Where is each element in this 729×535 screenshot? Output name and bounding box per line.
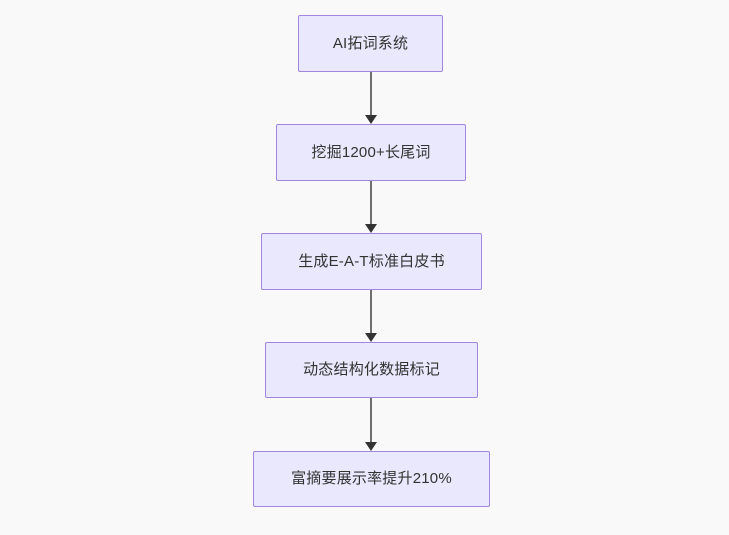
- arrow-head-icon: [365, 224, 377, 233]
- arrow-head-icon: [365, 333, 377, 342]
- arrow-head-icon: [365, 115, 377, 124]
- flowchart-node-1-label: AI拓词系统: [332, 34, 409, 52]
- flowchart-node-3[interactable]: 生成E-A-T标准白皮书: [261, 233, 482, 290]
- arrow-shaft: [370, 398, 372, 442]
- flowchart-arrow-1: [361, 72, 381, 124]
- flowchart-node-2[interactable]: 挖掘1200+长尾词: [276, 124, 466, 181]
- arrow-shaft: [370, 290, 372, 333]
- flowchart-arrow-3: [361, 290, 381, 342]
- arrow-head-icon: [365, 442, 377, 451]
- flowchart-node-4[interactable]: 动态结构化数据标记: [265, 342, 478, 398]
- flowchart-arrow-2: [361, 181, 381, 233]
- arrow-shaft: [370, 181, 372, 224]
- flowchart-node-3-label: 生成E-A-T标准白皮书: [298, 252, 445, 270]
- flowchart-node-1[interactable]: AI拓词系统: [298, 15, 443, 72]
- flowchart-node-5-label: 富摘要展示率提升210%: [291, 470, 452, 487]
- flowchart-node-4-label: 动态结构化数据标记: [303, 361, 440, 378]
- flowchart-arrow-4: [361, 398, 381, 451]
- arrow-shaft: [370, 72, 372, 115]
- flowchart-node-2-label: 挖掘1200+长尾词: [311, 143, 431, 161]
- flowchart-node-5[interactable]: 富摘要展示率提升210%: [253, 451, 490, 507]
